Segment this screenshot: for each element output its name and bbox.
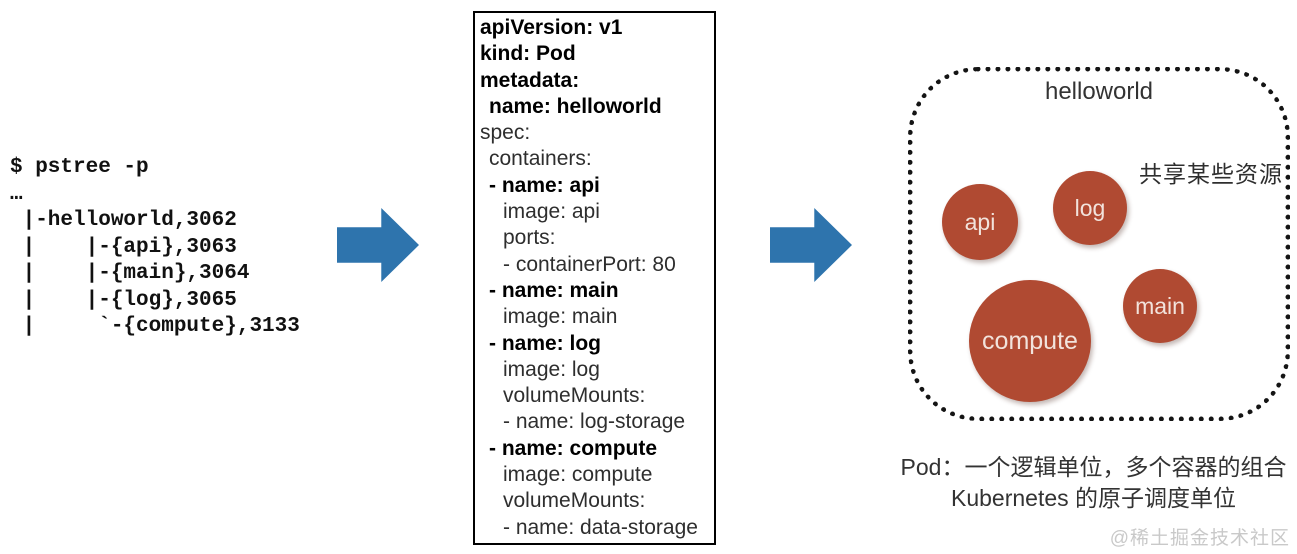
arrow-right-icon — [337, 208, 419, 282]
yaml-line: - name: data-storage — [503, 515, 698, 539]
pod-caption: Pod：一个逻辑单位，多个容器的组合 Kubernetes 的原子调度单位 — [890, 452, 1297, 514]
yaml-line: ports: — [503, 226, 556, 250]
shared-resources-label: 共享某些资源 — [1139, 161, 1283, 187]
container-circle-api: api — [942, 184, 1018, 260]
watermark: @稀土掘金技术社区 — [1109, 528, 1290, 549]
yaml-line: - name: log-storage — [503, 410, 686, 434]
pod-caption-line1: Pod：一个逻辑单位，多个容器的组合 — [900, 454, 1287, 480]
container-circle-compute: compute — [969, 280, 1091, 402]
yaml-line: metadata: — [480, 68, 580, 92]
yaml-line: apiVersion: v1 — [480, 16, 623, 39]
yaml-line: image: log — [503, 357, 600, 381]
yaml-line: image: api — [503, 200, 600, 224]
container-circle-main: main — [1123, 269, 1197, 343]
pod-title: helloworld — [1044, 78, 1154, 105]
arrow-right-icon — [770, 208, 852, 282]
yaml-line: containers: — [489, 147, 592, 171]
yaml-line: - name: main — [489, 278, 619, 302]
pod-caption-line2: Kubernetes 的原子调度单位 — [950, 485, 1237, 511]
yaml-line: - name: api — [489, 173, 600, 197]
yaml-line: - name: log — [489, 331, 602, 355]
pstree-terminal-output: $ pstree -p … |-helloworld,3062 | |-{api… — [10, 156, 300, 338]
yaml-line: image: main — [503, 305, 618, 329]
yaml-line: - name: compute — [489, 436, 658, 460]
yaml-line: volumeMounts: — [503, 489, 646, 513]
yaml-line: spec: — [480, 121, 531, 145]
yaml-line: volumeMounts: — [503, 384, 646, 408]
yaml-line: - containerPort: 80 — [503, 252, 676, 276]
container-circle-log: log — [1053, 171, 1127, 245]
yaml-line: kind: Pod — [480, 42, 576, 66]
yaml-line: name: helloworld — [489, 94, 662, 118]
yaml-line: image: compute — [503, 463, 653, 487]
